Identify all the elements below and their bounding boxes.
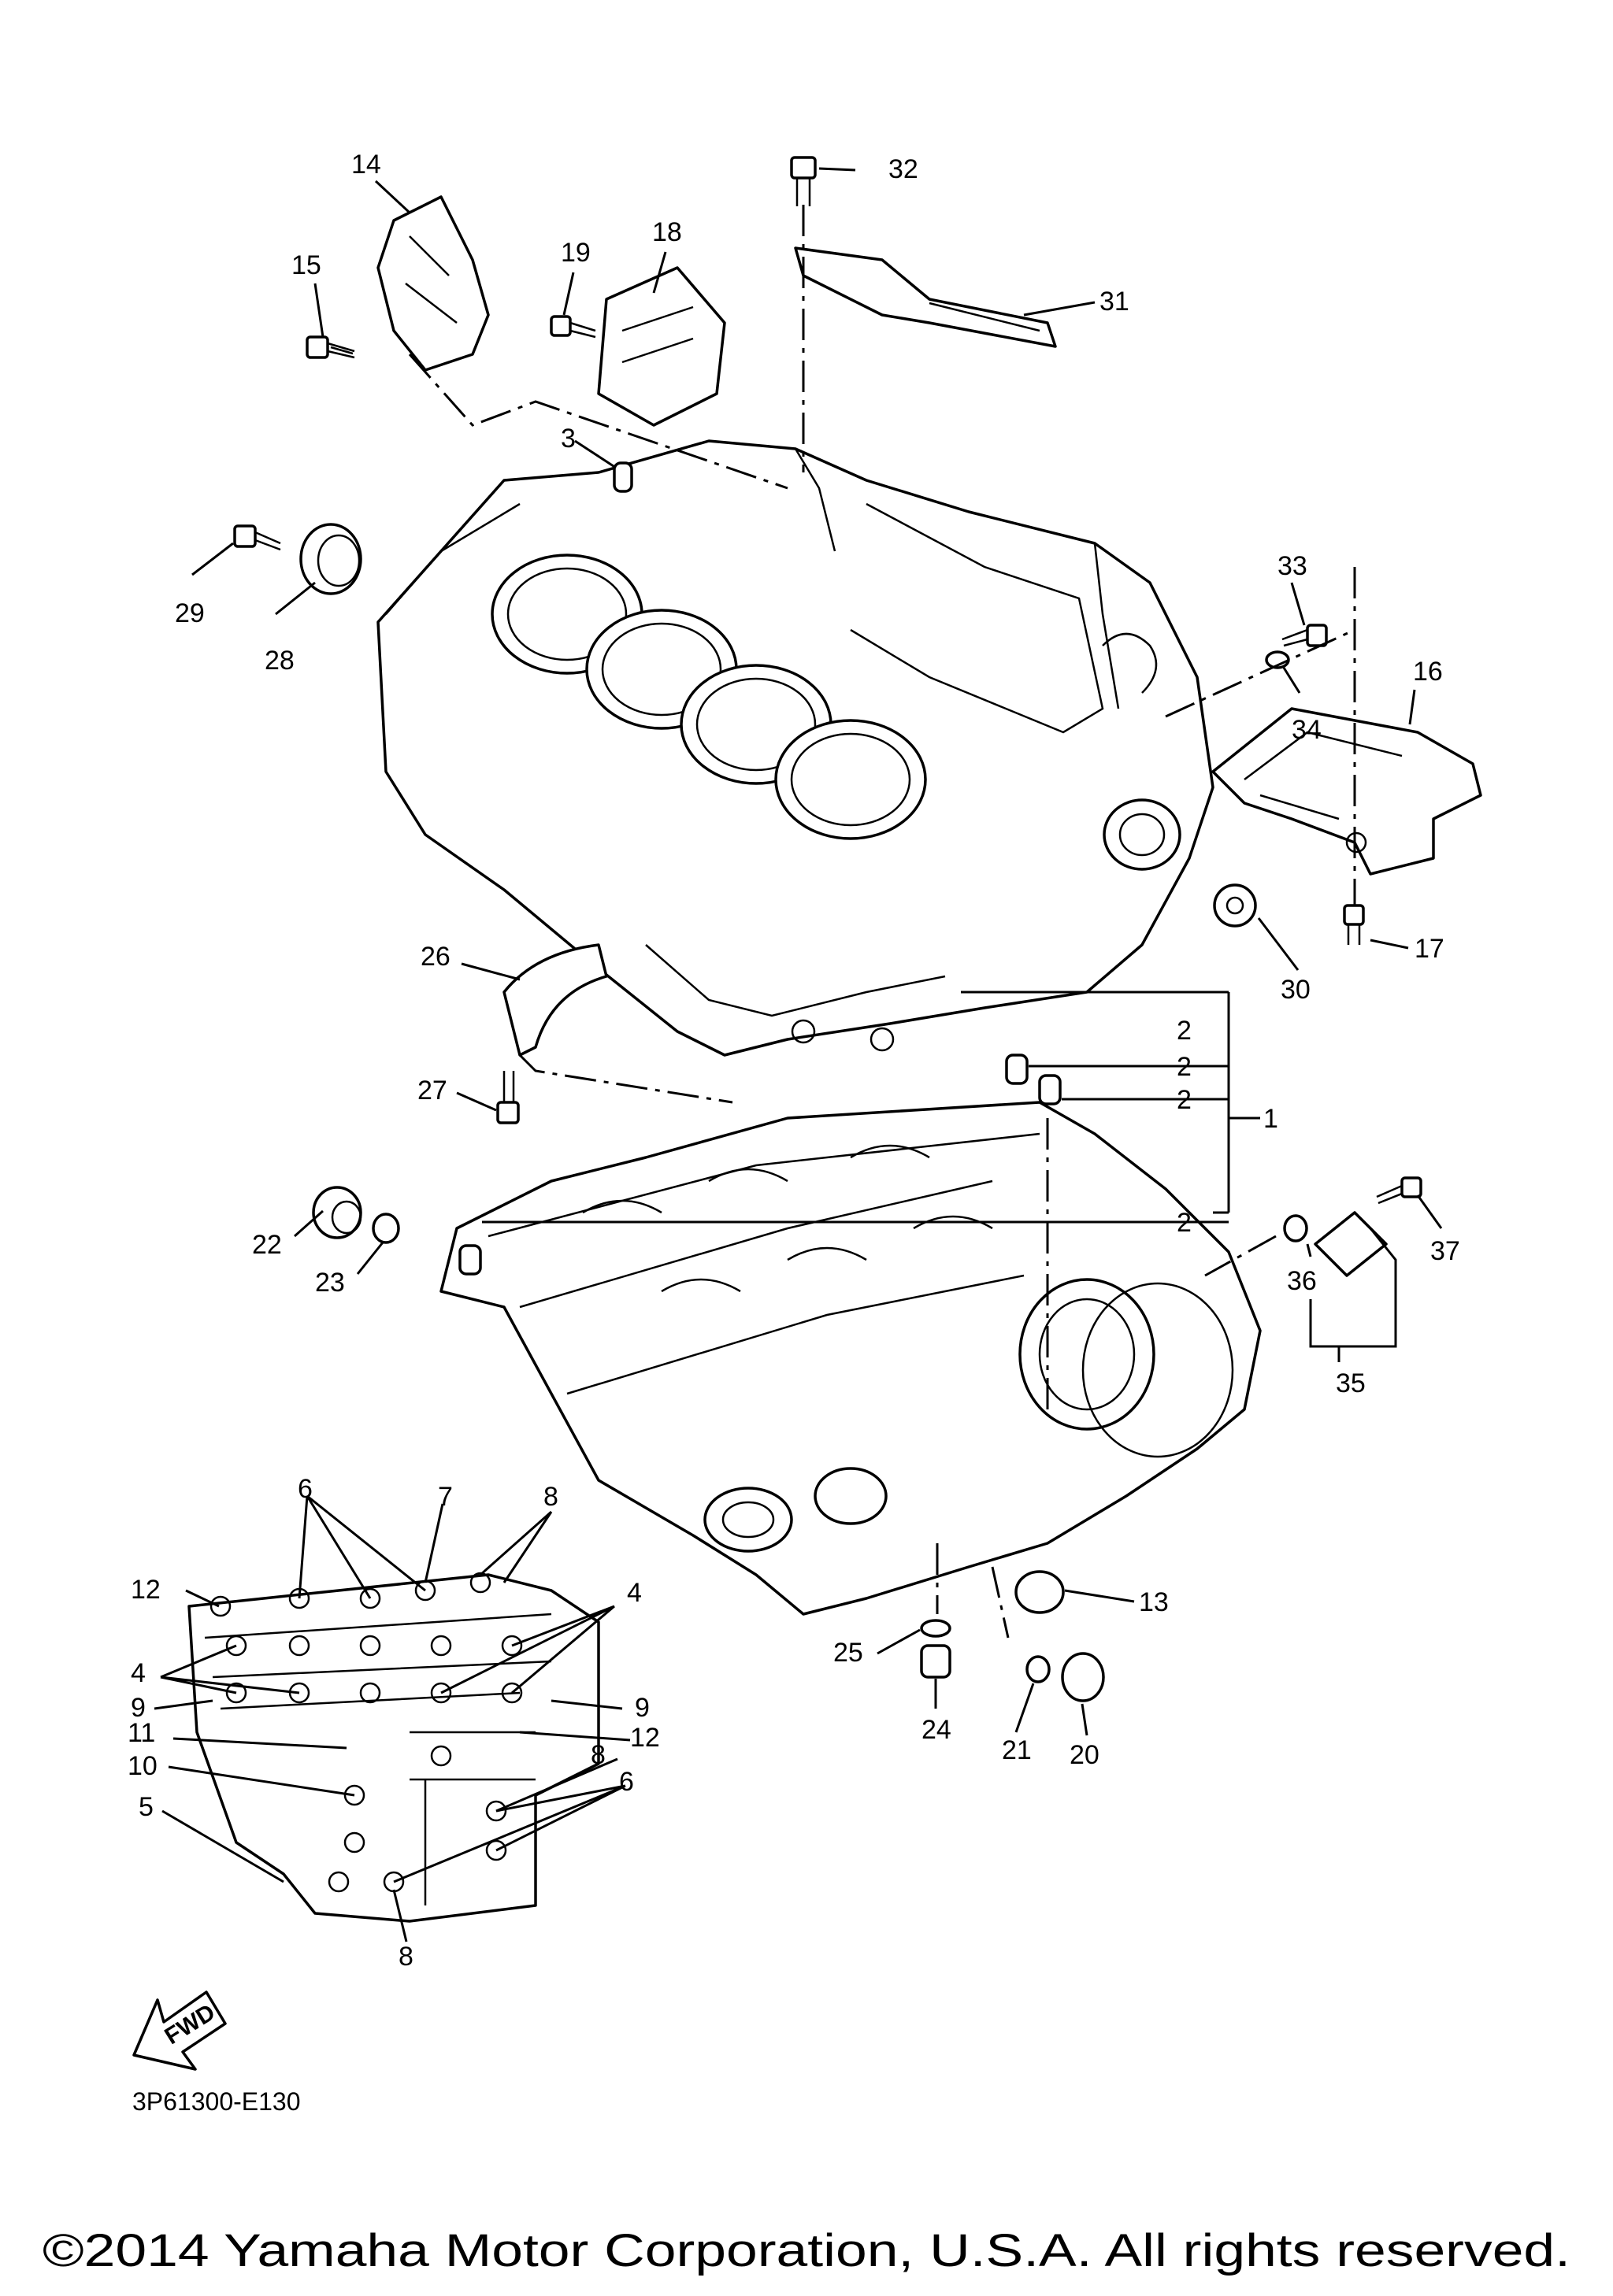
callout-21: 21 [1002,1735,1032,1765]
callout-32: 32 [888,154,918,184]
callout-19: 19 [561,238,591,268]
part-23-oring [372,1213,400,1244]
callout-15: 15 [291,250,321,280]
callout-37: 37 [1430,1236,1460,1266]
part-20-plug [1061,1652,1105,1702]
callout-6a: 6 [298,1474,313,1504]
callout-13: 13 [1139,1587,1169,1617]
callout-3: 3 [561,424,576,454]
callout-8a: 8 [543,1482,558,1512]
part-26-guide [502,943,608,1057]
part-2-dowels [458,1054,1062,1276]
part-33-bolt [1281,624,1328,647]
callout-27: 27 [417,1076,447,1105]
callout-8c: 8 [399,1942,413,1972]
callout-25: 25 [833,1638,863,1668]
callout-4b: 4 [131,1658,146,1688]
part-28-cap [299,523,362,595]
callout-16: 16 [1413,657,1443,687]
callout-1: 1 [1263,1104,1278,1134]
callout-2a: 2 [1177,1052,1192,1082]
callout-28: 28 [265,646,295,676]
part-29-bolt [233,524,281,551]
part-3-dowel [613,461,633,493]
part-14-cover [376,195,490,372]
callout-6b: 6 [619,1767,634,1797]
callout-5: 5 [139,1792,154,1822]
callout-34: 34 [1292,715,1322,745]
callout-10: 10 [128,1751,158,1781]
part-18-bracket [597,266,726,427]
callout-2c: 2 [1177,1208,1192,1238]
callout-labels: 1 2 2 2 2 3 4 4 5 6 6 7 8 8 8 9 9 10 11 … [128,150,1460,1972]
part-16-plate [1211,707,1482,876]
callout-12b: 12 [630,1723,660,1753]
callout-17: 17 [1415,934,1444,964]
callout-12a: 12 [131,1575,161,1605]
part-17-bolt [1343,904,1365,945]
lower-crankcase [439,1101,1262,1616]
callout-2d: 2 [1177,1016,1192,1046]
alignment-lines [408,205,1356,1639]
inset-bolt-heads [210,1572,523,1893]
callout-9a: 9 [131,1693,146,1723]
part-24-nut [920,1644,951,1679]
copyright-notice: ©2014 Yamaha Motor Corporation, U.S.A. A… [43,2225,1570,2276]
callout-20: 20 [1070,1740,1099,1770]
part-13-plug [1014,1570,1065,1614]
inset-assembled-view [187,1572,600,1923]
part-15-bolt [306,335,355,359]
part-22-plug [312,1186,362,1239]
callout-8b: 8 [591,1740,606,1770]
callout-29: 29 [175,598,205,628]
callout-7: 7 [438,1482,453,1512]
drawing-code: 3P61300-E130 [132,2087,301,2116]
callout-23: 23 [315,1268,345,1298]
leader-lines [154,167,1443,1942]
part-27-bolt [496,1071,520,1124]
callout-9b: 9 [635,1693,650,1723]
callout-26: 26 [421,942,451,972]
part-37-bolt [1376,1176,1422,1205]
callout-18: 18 [652,217,682,247]
part-32-bolt [790,156,817,206]
callout-22: 22 [252,1230,282,1260]
callout-4a: 4 [627,1578,642,1608]
part-25-oring [920,1619,951,1638]
fwd-arrow: FWD [132,1990,227,2071]
callout-11: 11 [128,1718,155,1748]
callout-2b: 2 [1177,1085,1192,1115]
callout-24: 24 [921,1715,951,1745]
part-35-sensor [1283,1211,1388,1277]
part-30-gear [1213,883,1257,928]
part-19-bolt [550,315,596,339]
callout-36: 36 [1287,1266,1317,1296]
callout-33: 33 [1277,551,1307,581]
callout-14: 14 [351,150,381,180]
callout-31: 31 [1099,287,1129,317]
upper-crankcase [376,439,1214,1057]
callout-35: 35 [1336,1368,1366,1398]
part-31-guide [794,246,1057,348]
part-21-oring [1025,1655,1051,1683]
callout-30: 30 [1281,975,1311,1005]
